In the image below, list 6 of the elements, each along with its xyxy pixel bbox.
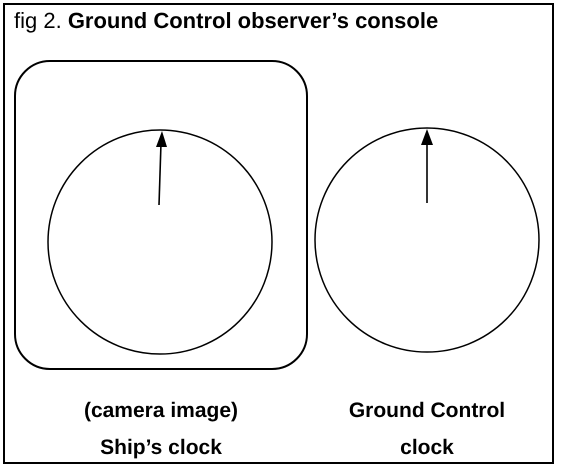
camera-frame xyxy=(14,60,308,370)
clock-face xyxy=(314,127,540,353)
clock-caption: Ground Control clock xyxy=(348,398,506,461)
figure-title: fig 2. Ground Control observer’s console xyxy=(14,8,438,34)
clock-face xyxy=(47,129,273,355)
clock-caption: (camera image) Ship’s clock xyxy=(82,398,240,461)
